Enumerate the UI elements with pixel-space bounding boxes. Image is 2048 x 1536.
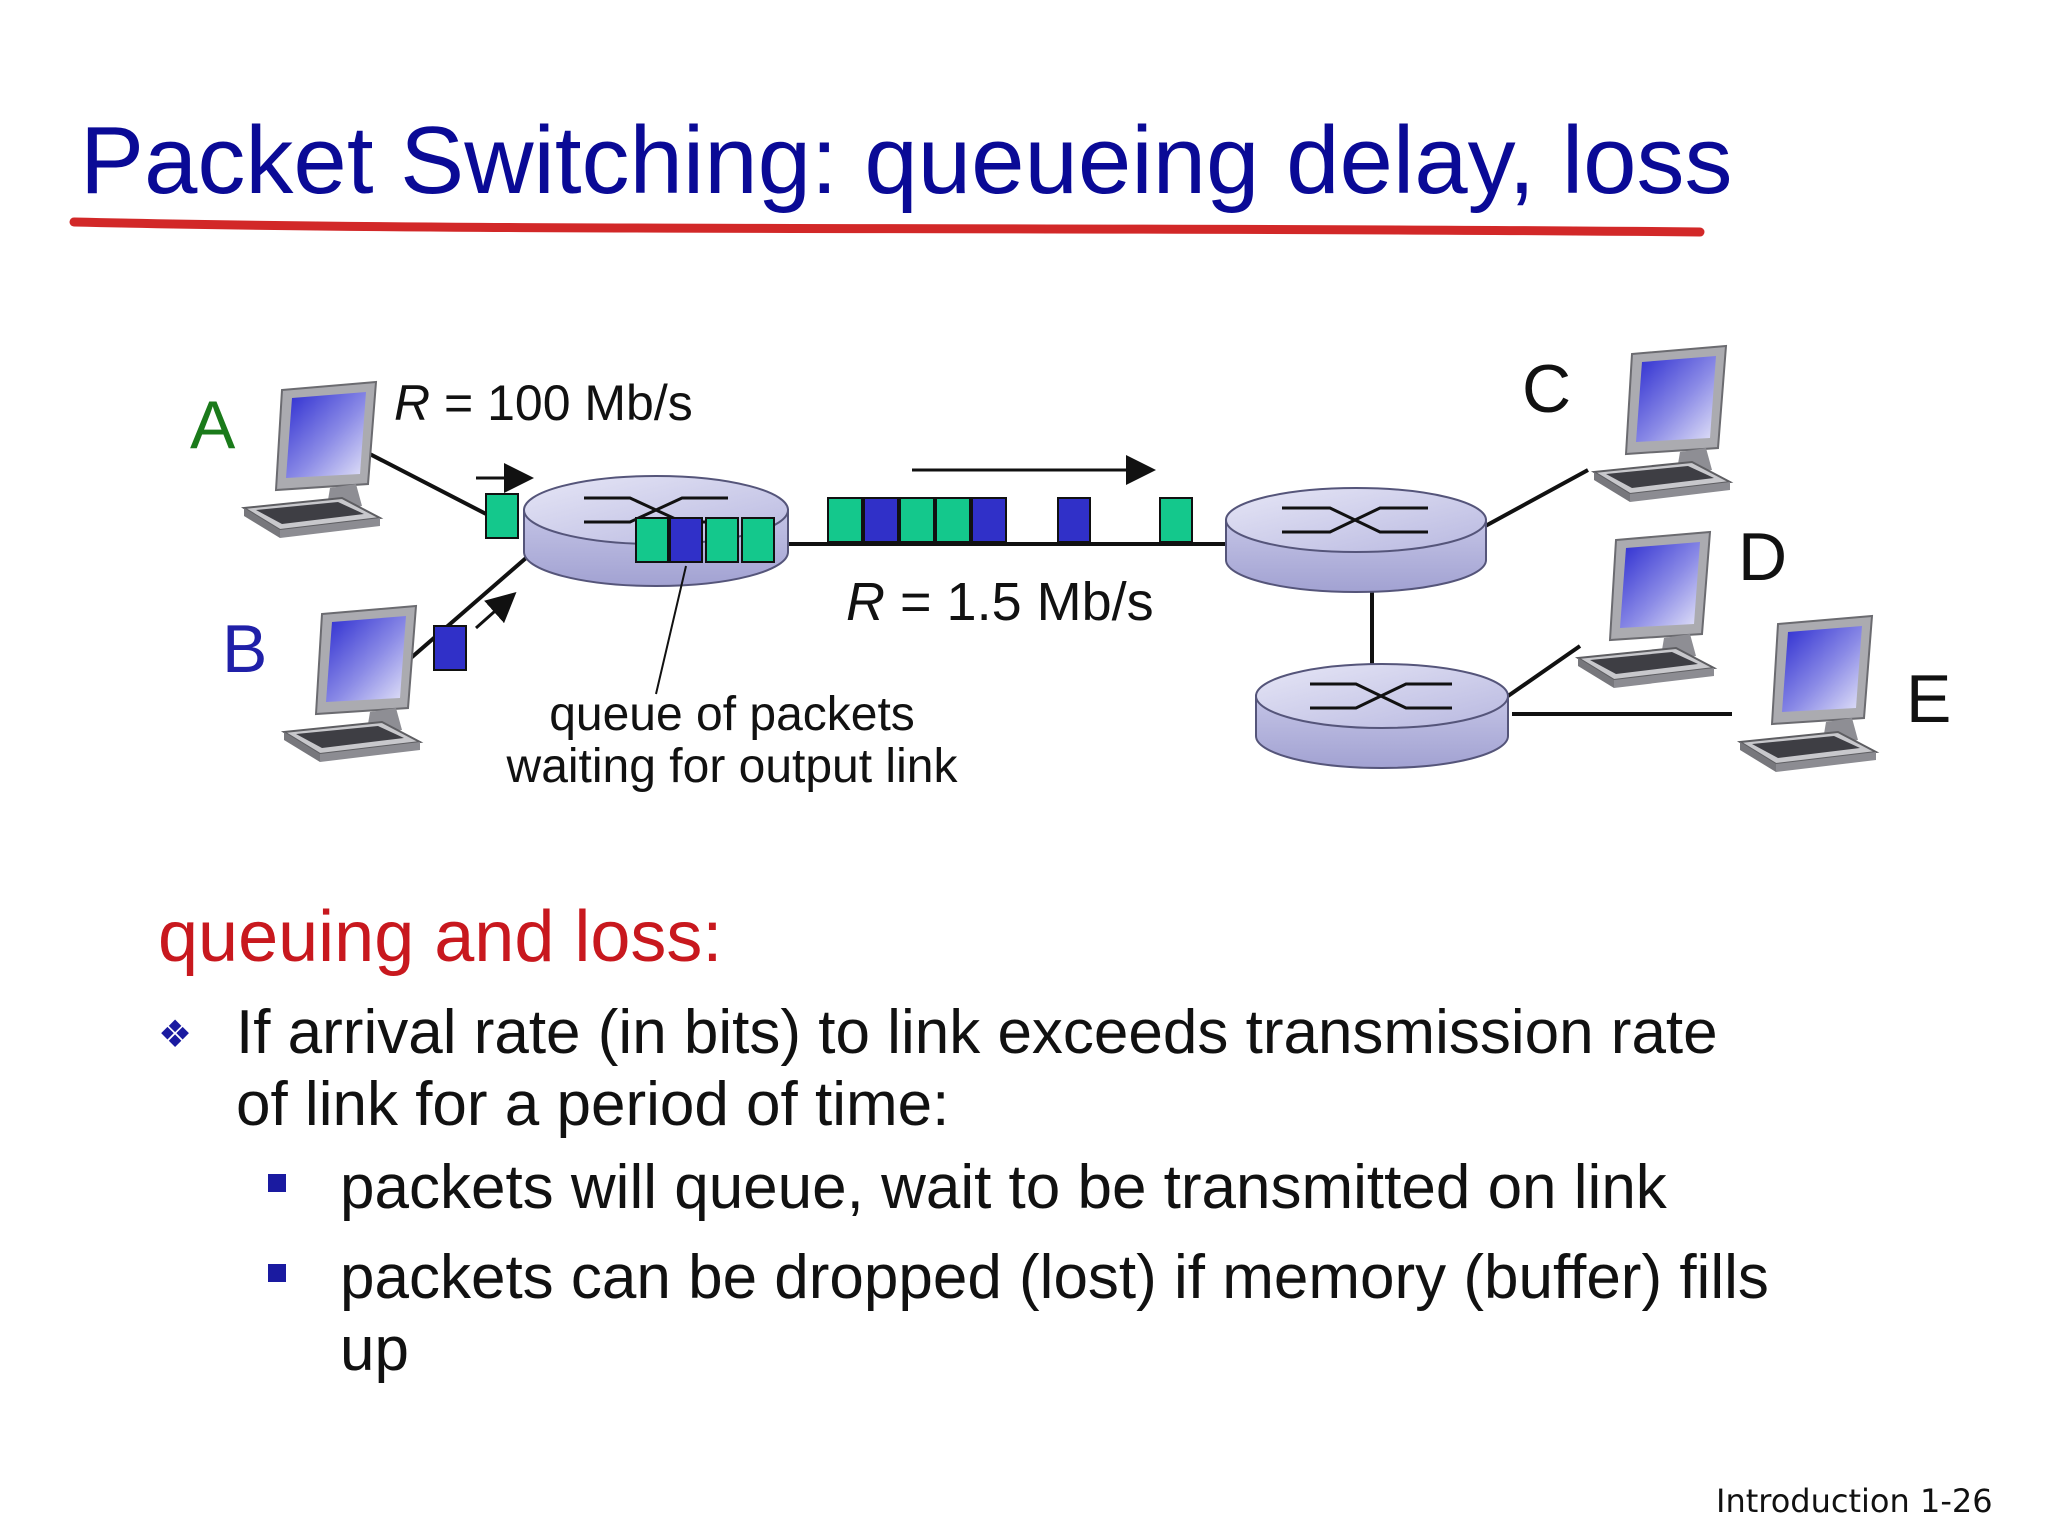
packet-green [741,517,775,563]
main-bullet-line1: If arrival rate (in bits) to link exceed… [236,998,1718,1067]
packet-blue [971,497,1007,543]
host-e-label: E [1906,661,1951,737]
packet-green [635,517,669,563]
host-d-label: D [1738,519,1787,595]
host-c-label: C [1522,351,1571,427]
packet-blue [669,517,703,563]
sub-bullet-2-continuation: up [340,1315,409,1384]
sub-bullet-2-text: packets can be dropped (lost) if memory … [340,1243,1769,1312]
packet-green [899,497,935,543]
computer-d-icon [1577,531,1715,689]
packet-green [935,497,971,543]
output-rate-label: R = 1.5 Mb/s [846,572,1154,632]
square-bullet-icon [268,1174,286,1192]
packets [433,493,1193,671]
host-b-label: B [222,611,267,687]
packet-green [1159,497,1193,543]
title-underline [69,217,1705,237]
packet-green [827,497,863,543]
queue-caption-line2: waiting for output link [506,740,959,793]
link-lines [361,448,1732,716]
network-diagram: A B C D E R = 100 Mb/s R = 1.5 Mb/s queu… [190,345,1951,793]
packet-green [485,493,519,539]
router-3 [1255,663,1509,769]
packet-blue [1057,497,1091,543]
router-2 [1225,487,1487,593]
computer-e-icon [1739,615,1877,773]
slide-title: Packet Switching: queueing delay, loss [80,107,1733,214]
input-rate-label: R = 100 Mb/s [394,375,693,431]
computer-b-icon [283,605,421,763]
computer-a-icon [243,381,381,539]
computer-c-icon [1593,345,1731,503]
diamond-bullet-icon: ❖ [158,1014,193,1056]
queue-caption-line1: queue of packets [549,688,915,741]
square-bullet-icon [268,1264,286,1282]
main-bullet-line2: of link for a period of time: [236,1070,950,1139]
packet-blue [863,497,899,543]
section-heading: queuing and loss: [158,897,723,977]
direction-arrows [475,455,1156,695]
packet-blue [433,625,467,671]
slide-footer: Introduction 1-26 [1716,1482,1993,1520]
sub-bullet-1-text: packets will queue, wait to be transmitt… [340,1153,1667,1222]
host-a-label: A [190,387,236,463]
packet-green [705,517,739,563]
